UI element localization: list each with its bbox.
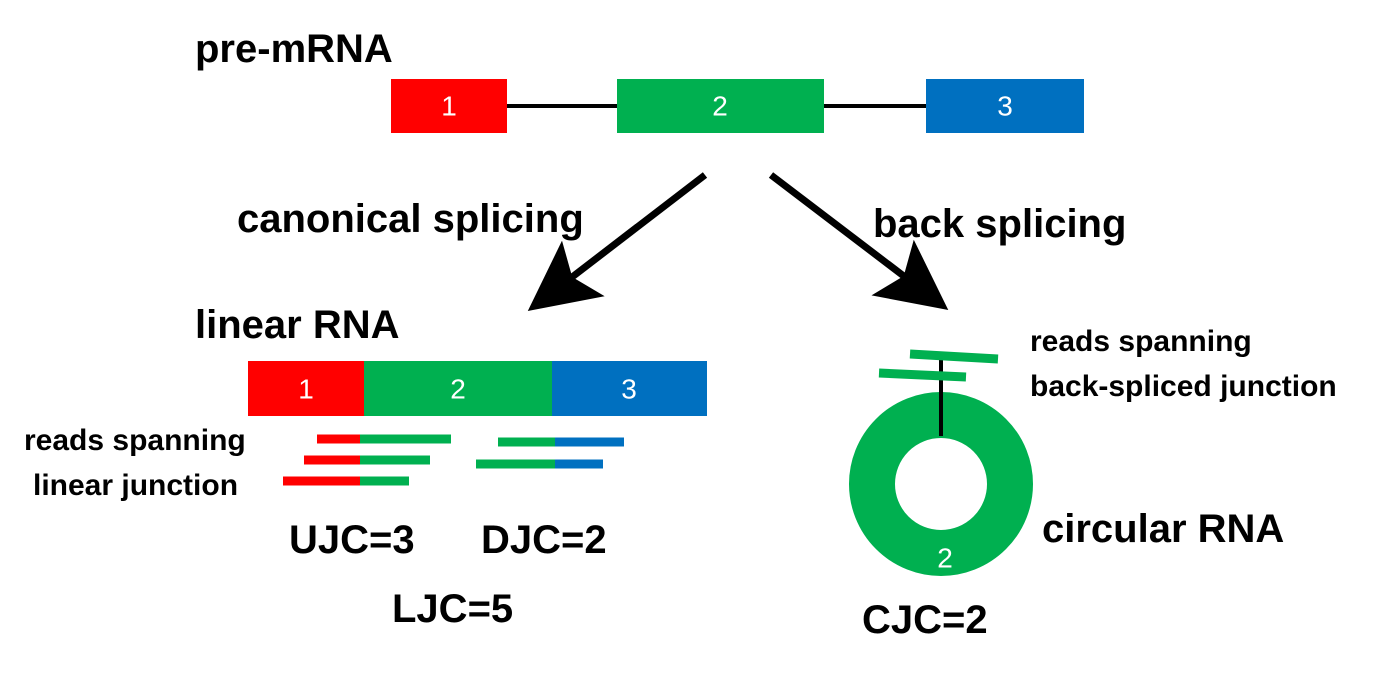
ljc-count: LJC=5	[392, 587, 513, 631]
linear-reads-label-line2: linear junction	[33, 469, 238, 502]
downstream-junction-reads	[476, 437, 624, 469]
linear-exon-1	[248, 361, 364, 416]
pre-mrna-exon-1	[391, 79, 507, 133]
linear-exon-3	[552, 361, 707, 416]
circular-rna-title: circular RNA	[1042, 507, 1284, 551]
linear-rna-transcript: 1 2 3	[248, 361, 707, 416]
linear-rna-title: linear RNA	[195, 303, 400, 347]
back-splicing-arrow	[768, 172, 949, 310]
ujc-count: UJC=3	[289, 518, 415, 562]
pre-mrna-exon-2	[617, 79, 824, 133]
cjc-count: CJC=2	[862, 598, 988, 642]
linear-exon-1-label: 1	[298, 374, 314, 405]
canonical-splicing-arrow	[527, 172, 708, 312]
pre-mrna-exon-2-label: 2	[712, 91, 728, 122]
circular-reads-label-line1: reads spanning	[1030, 325, 1252, 358]
circular-reads-label-line2: back-spliced junction	[1030, 370, 1337, 403]
pre-mrna-transcript: 1 2 3	[391, 79, 1084, 133]
linear-exon-3-label: 3	[621, 374, 637, 405]
back-splicing-label: back splicing	[873, 202, 1126, 246]
read	[909, 349, 999, 364]
pre-mrna-exon-3	[926, 79, 1084, 133]
linear-exon-2	[364, 361, 552, 416]
linear-reads-label-line1: reads spanning	[24, 424, 246, 457]
pre-mrna-title: pre-mRNA	[195, 27, 393, 71]
circular-exon-2-label: 2	[937, 543, 953, 574]
upstream-junction-reads	[283, 434, 451, 486]
djc-count: DJC=2	[481, 518, 607, 562]
linear-exon-2-label: 2	[450, 374, 466, 405]
canonical-splicing-label: canonical splicing	[237, 197, 584, 241]
pre-mrna-exon-3-label: 3	[997, 91, 1013, 122]
pre-mrna-exon-1-label: 1	[441, 91, 457, 122]
circular-rna: 2	[849, 349, 1033, 576]
read	[878, 368, 967, 382]
